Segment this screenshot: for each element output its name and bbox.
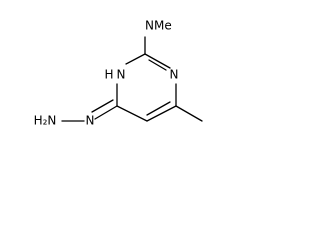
n-hydrazone-label: N — [86, 114, 95, 128]
n1-label: N — [117, 68, 126, 82]
nme-label: NMe — [145, 19, 172, 33]
bond-n1-c2 — [125, 53, 146, 65]
n3-label: N — [170, 68, 179, 82]
molecule-structure: NMe N H N N H₂N — [34, 19, 203, 128]
n1-h-label: H — [104, 68, 113, 82]
bond-c4-c5-double — [146, 101, 171, 116]
h2n-label: H₂N — [34, 114, 57, 128]
bond-c6-nhydrazone — [94, 105, 118, 120]
bond-c4-c5 — [146, 105, 177, 122]
bond-c2-n3-double — [148, 59, 167, 71]
bond-c2-n3 — [144, 53, 171, 69]
bond-c5-c6 — [116, 105, 148, 122]
bond-c6-nhydrazone-double — [91, 99, 114, 113]
bond-c4-methyl — [175, 105, 203, 122]
